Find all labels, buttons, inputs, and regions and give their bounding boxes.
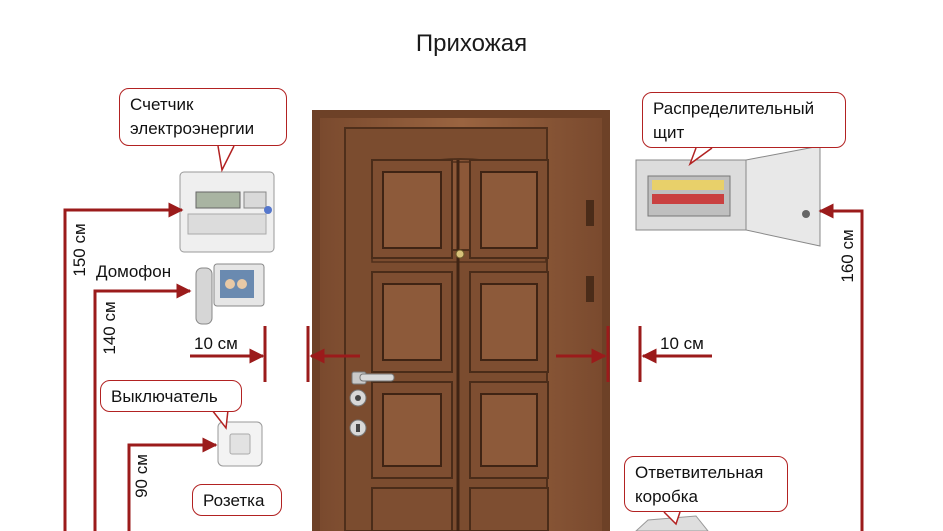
callout-junction-line-2: коробка [635, 487, 698, 506]
distribution-panel-icon [635, 145, 821, 247]
callout-meter-line-2: электроэнергии [130, 119, 255, 138]
panel-callout-pointer [688, 147, 713, 167]
junction-box-icon [635, 515, 709, 531]
callout-panel-line-1: Распределительный [653, 99, 815, 118]
door-handle-icon [351, 371, 395, 385]
switch-height-line [127, 437, 218, 531]
intercom-icon [195, 263, 265, 325]
panel-height-line [818, 203, 864, 531]
junction-callout-pointer [663, 511, 681, 526]
electricity-meter-icon [179, 171, 275, 253]
switch-callout-pointer [211, 409, 229, 430]
callout-electricity-meter: Счетчик электроэнергии [119, 88, 287, 146]
meter-height-label: 150 см [70, 223, 89, 277]
door [312, 110, 610, 531]
callout-panel-line-2: щит [653, 123, 685, 142]
switch-height-label: 90 см [132, 454, 151, 498]
intercom-height-label: 140 см [100, 301, 119, 355]
meter-callout-pointer [217, 145, 235, 173]
callout-junction-line-1: Ответвительная [635, 463, 764, 482]
callout-pointers [211, 145, 713, 526]
page-title: Прихожая [415, 30, 528, 57]
callout-meter-line-1: Счетчик [130, 95, 194, 114]
light-switch-icon [217, 421, 263, 467]
callout-junction-box: Ответвительная коробка [624, 456, 788, 512]
meter-height-line [63, 202, 184, 531]
callout-distribution-panel: Распределительный щит [642, 92, 846, 148]
panel-height-label: 160 см [838, 229, 857, 283]
dimension-lines [63, 202, 864, 531]
callout-socket: Розетка [192, 484, 282, 516]
intercom-height-line [93, 283, 192, 531]
door-lock-icon [349, 389, 367, 437]
callout-intercom: Домофон [96, 262, 172, 281]
left-offset-label: 10 см [194, 334, 238, 353]
callout-light-switch: Выключатель [100, 380, 242, 412]
right-offset-label: 10 см [660, 334, 704, 353]
